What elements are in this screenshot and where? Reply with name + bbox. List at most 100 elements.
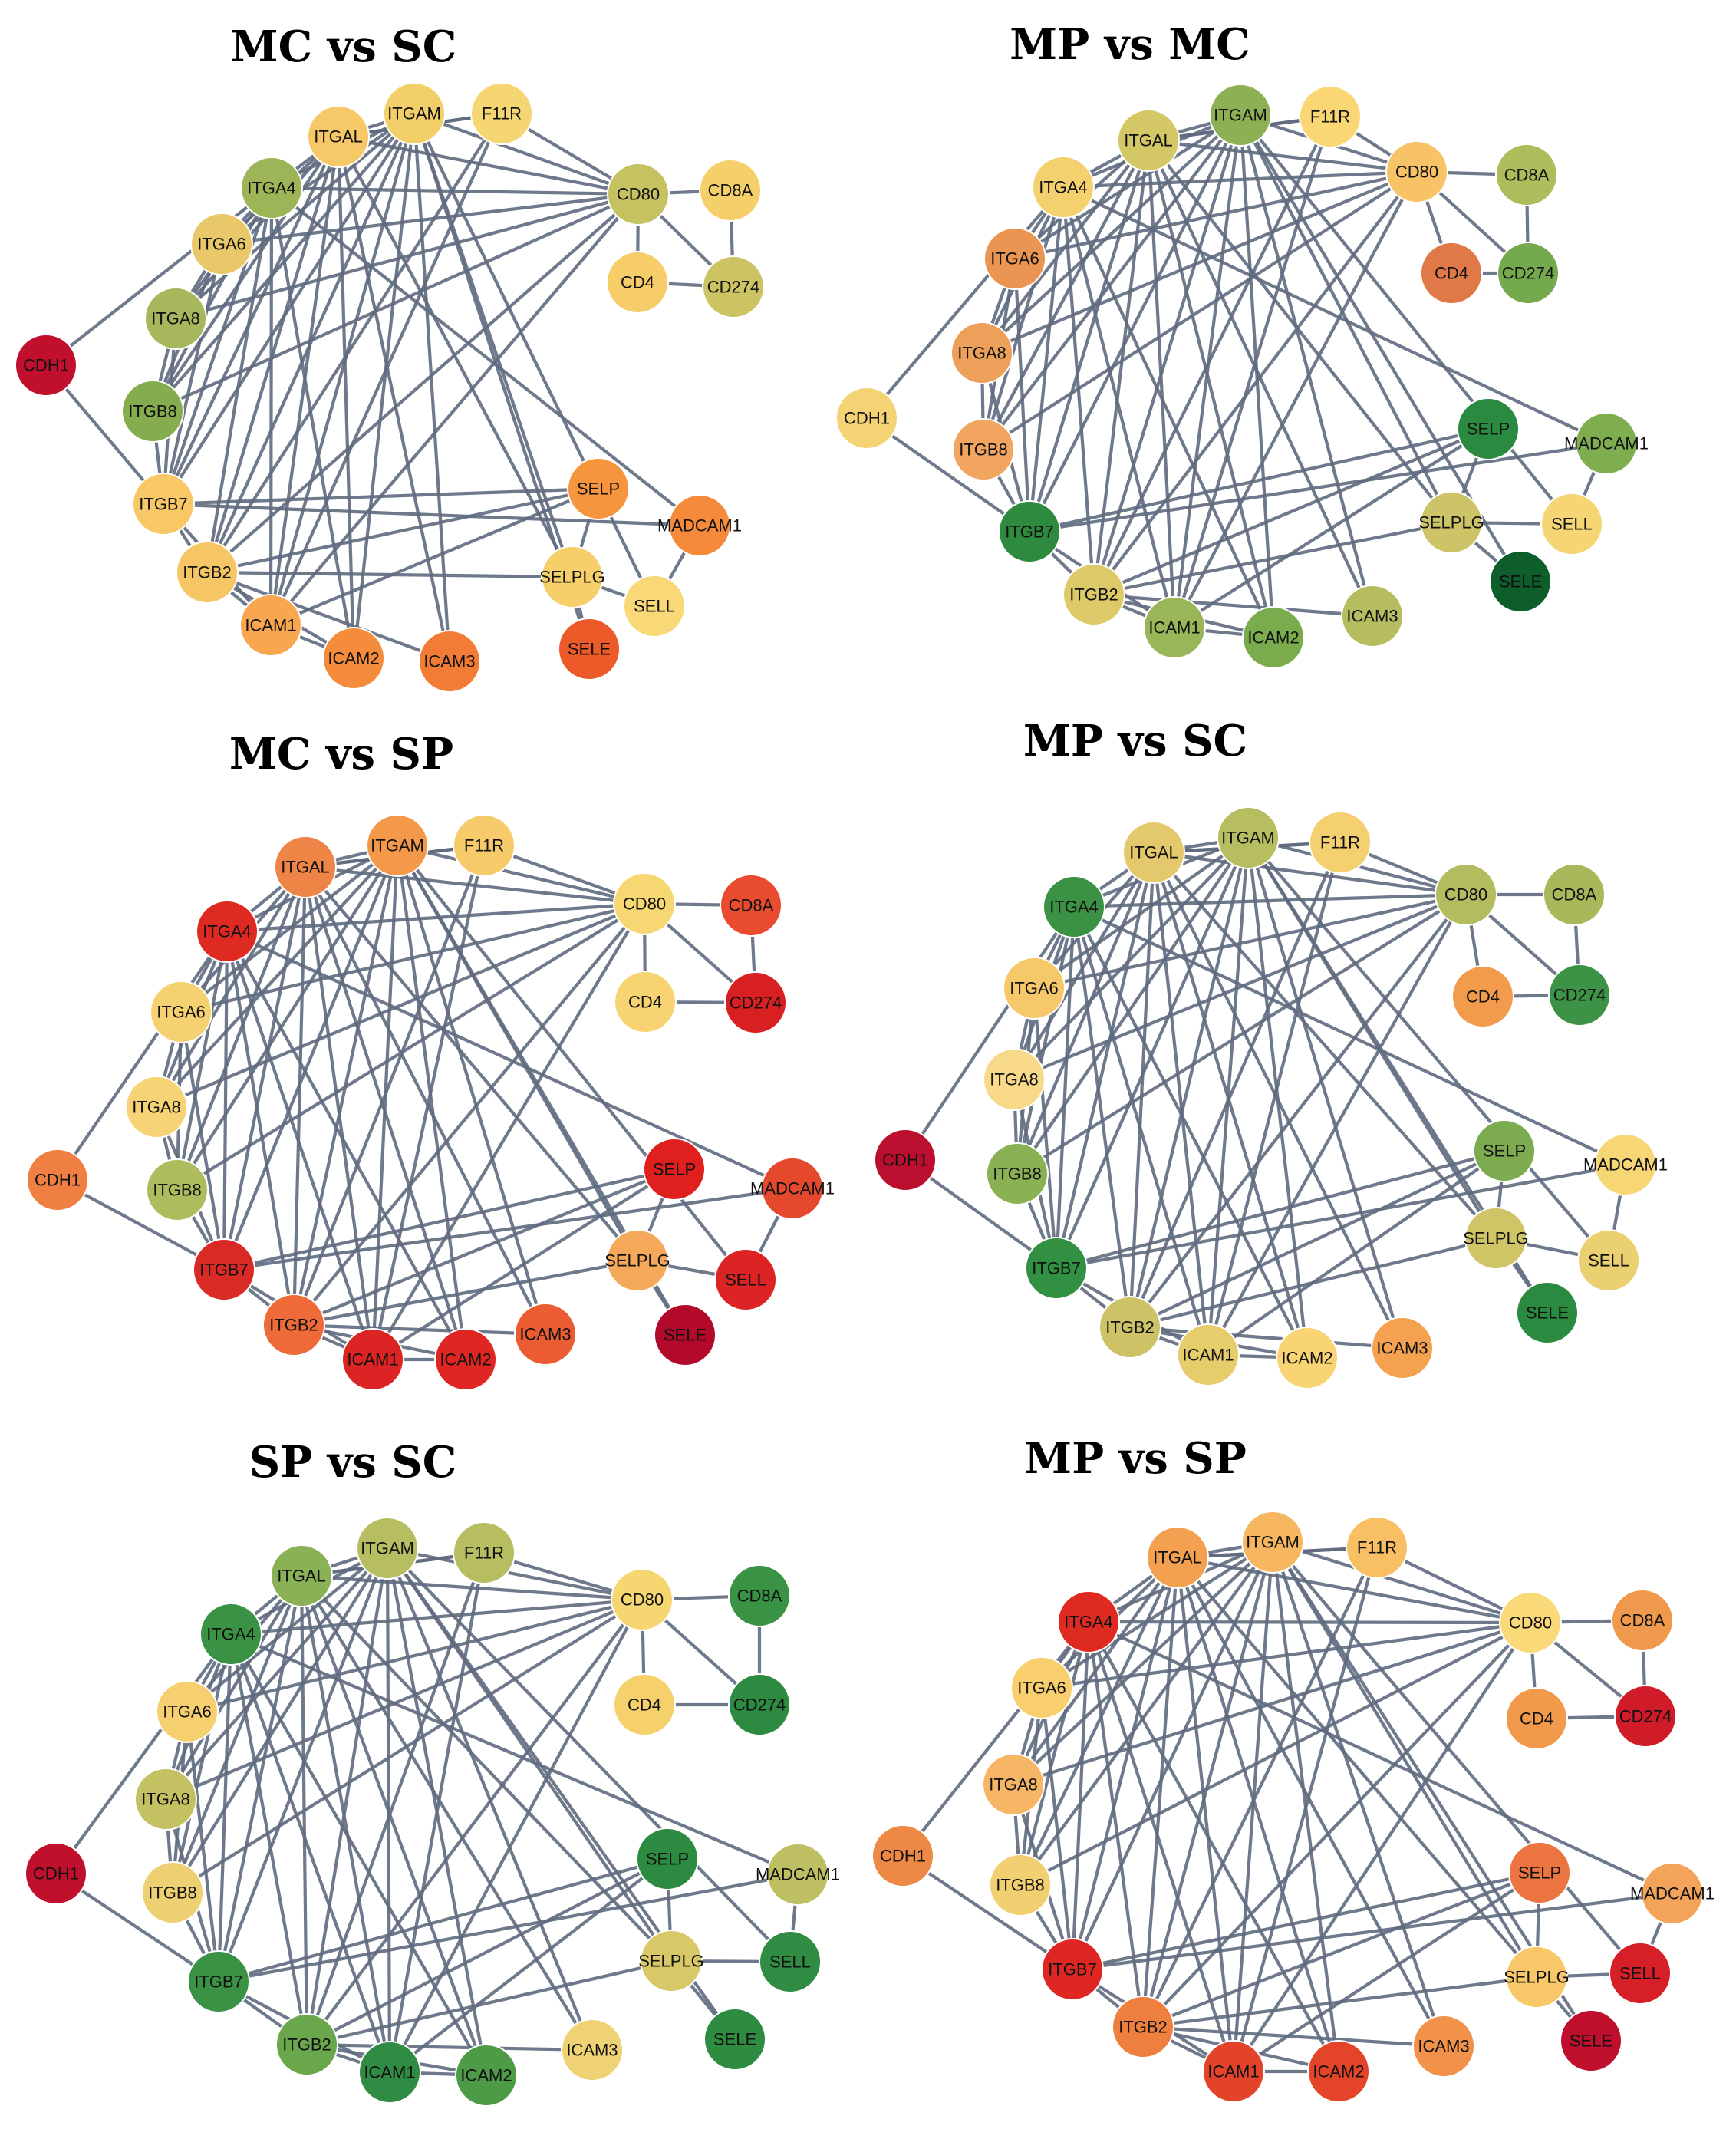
node-selp[interactable]: SELP — [1473, 1119, 1536, 1182]
node-itga8[interactable]: ITGA8 — [144, 287, 207, 350]
node-sele[interactable]: SELE — [703, 2008, 766, 2071]
node-itgal[interactable]: ITGAL — [307, 105, 370, 168]
node-itga6[interactable]: ITGA6 — [150, 980, 212, 1043]
node-itga8[interactable]: ITGA8 — [950, 321, 1013, 384]
node-itga4[interactable]: ITGA4 — [1057, 1590, 1120, 1653]
node-icam2[interactable]: ICAM2 — [1242, 606, 1305, 669]
node-madcam1[interactable]: MADCAM1 — [756, 1843, 840, 1906]
node-itgal[interactable]: ITGAL — [1117, 109, 1180, 172]
node-cd80[interactable]: CD80 — [1385, 140, 1448, 203]
node-itgb2[interactable]: ITGB2 — [176, 541, 239, 604]
node-icam2[interactable]: ICAM2 — [1307, 2040, 1370, 2103]
node-cd4[interactable]: CD4 — [1505, 1687, 1568, 1750]
node-icam1[interactable]: ICAM1 — [239, 594, 302, 657]
node-itgam[interactable]: ITGAM — [1209, 84, 1272, 147]
node-cdh1[interactable]: CDH1 — [835, 387, 898, 450]
node-cd80[interactable]: CD80 — [1499, 1591, 1562, 1654]
node-icam3[interactable]: ICAM3 — [514, 1303, 577, 1366]
node-itga6[interactable]: ITGA6 — [190, 213, 253, 275]
node-itgb7[interactable]: ITGB7 — [187, 1950, 250, 2013]
node-cdh1[interactable]: CDH1 — [25, 1842, 87, 1905]
node-itgam[interactable]: ITGAM — [383, 82, 446, 145]
node-itgb2[interactable]: ITGB2 — [1099, 1296, 1161, 1359]
node-itga6[interactable]: ITGA6 — [156, 1680, 219, 1743]
node-cd8a[interactable]: CD8A — [1543, 863, 1606, 926]
node-itgb7[interactable]: ITGB7 — [1025, 1237, 1088, 1300]
node-f11r[interactable]: F11R — [1346, 1516, 1408, 1579]
node-selp[interactable]: SELP — [1508, 1841, 1571, 1904]
node-madcam1[interactable]: MADCAM1 — [1630, 1862, 1715, 1925]
node-itgb8[interactable]: ITGB8 — [986, 1142, 1049, 1205]
node-sell[interactable]: SELL — [623, 575, 686, 638]
node-selplg[interactable]: SELPLG — [1418, 491, 1484, 554]
node-sell[interactable]: SELL — [714, 1248, 777, 1311]
node-cd80[interactable]: CD80 — [1435, 863, 1497, 926]
node-itgam[interactable]: ITGAM — [366, 814, 429, 877]
node-itgb2[interactable]: ITGB2 — [1062, 563, 1125, 626]
node-madcam1[interactable]: MADCAM1 — [750, 1157, 835, 1220]
node-selplg[interactable]: SELPLG — [604, 1229, 670, 1292]
node-sele[interactable]: SELE — [1489, 550, 1552, 613]
node-cd4[interactable]: CD4 — [613, 1673, 676, 1736]
node-cd274[interactable]: CD274 — [724, 971, 787, 1034]
node-icam3[interactable]: ICAM3 — [418, 630, 481, 693]
node-cd8a[interactable]: CD8A — [1495, 143, 1558, 206]
node-itga6[interactable]: ITGA6 — [1010, 1656, 1073, 1719]
node-cd80[interactable]: CD80 — [613, 872, 676, 935]
node-cd274[interactable]: CD274 — [702, 255, 765, 318]
node-sell[interactable]: SELL — [1609, 1942, 1672, 2005]
node-cd80[interactable]: CD80 — [607, 163, 670, 226]
node-madcam1[interactable]: MADCAM1 — [1583, 1133, 1668, 1196]
node-itgb8[interactable]: ITGB8 — [952, 418, 1015, 481]
node-cd4[interactable]: CD4 — [1420, 242, 1483, 305]
node-icam1[interactable]: ICAM1 — [358, 2041, 421, 2104]
node-f11r[interactable]: F11R — [1309, 811, 1372, 874]
node-itga6[interactable]: ITGA6 — [1003, 957, 1066, 1020]
node-icam3[interactable]: ICAM3 — [1341, 585, 1404, 648]
node-cd8a[interactable]: CD8A — [1611, 1589, 1674, 1652]
node-sell[interactable]: SELL — [759, 1930, 822, 1993]
node-itgb7[interactable]: ITGB7 — [998, 500, 1061, 563]
node-icam2[interactable]: ICAM2 — [434, 1328, 497, 1391]
node-sell[interactable]: SELL — [1577, 1229, 1640, 1292]
node-itga6[interactable]: ITGA6 — [983, 227, 1046, 290]
node-selplg[interactable]: SELPLG — [1504, 1946, 1570, 2009]
node-itgal[interactable]: ITGAL — [274, 835, 337, 898]
node-cdh1[interactable]: CDH1 — [871, 1824, 934, 1887]
node-itgb8[interactable]: ITGB8 — [141, 1861, 204, 1924]
node-cd274[interactable]: CD274 — [1614, 1685, 1677, 1748]
node-cd8a[interactable]: CD8A — [720, 874, 782, 937]
node-itgb2[interactable]: ITGB2 — [262, 1294, 325, 1356]
node-icam1[interactable]: ICAM1 — [1202, 2040, 1265, 2103]
node-itgam[interactable]: ITGAM — [356, 1517, 419, 1580]
node-itgb2[interactable]: ITGB2 — [1112, 1996, 1174, 2058]
node-itga4[interactable]: ITGA4 — [240, 157, 303, 219]
node-itga4[interactable]: ITGA4 — [1032, 156, 1095, 219]
node-sell[interactable]: SELL — [1540, 493, 1603, 555]
node-sele[interactable]: SELE — [1560, 2009, 1622, 2072]
node-selp[interactable]: SELP — [1457, 397, 1520, 460]
node-itgal[interactable]: ITGAL — [270, 1544, 333, 1607]
node-f11r[interactable]: F11R — [470, 82, 533, 145]
node-itga4[interactable]: ITGA4 — [1043, 875, 1105, 938]
node-icam2[interactable]: ICAM2 — [322, 627, 385, 690]
node-itgb8[interactable]: ITGB8 — [146, 1158, 209, 1221]
node-cd274[interactable]: CD274 — [1548, 964, 1611, 1027]
node-cd4[interactable]: CD4 — [614, 971, 677, 1033]
node-icam3[interactable]: ICAM3 — [1412, 2015, 1475, 2078]
node-icam1[interactable]: ICAM1 — [341, 1328, 404, 1391]
node-itgb8[interactable]: ITGB8 — [121, 380, 184, 443]
node-cd274[interactable]: CD274 — [728, 1673, 791, 1736]
node-cdh1[interactable]: CDH1 — [15, 334, 77, 397]
node-icam1[interactable]: ICAM1 — [1177, 1323, 1240, 1386]
node-selp[interactable]: SELP — [636, 1827, 699, 1890]
node-f11r[interactable]: F11R — [453, 814, 516, 877]
node-madcam1[interactable]: MADCAM1 — [1564, 412, 1649, 475]
node-itga8[interactable]: ITGA8 — [983, 1048, 1046, 1111]
node-icam3[interactable]: ICAM3 — [1371, 1317, 1434, 1379]
node-itgb7[interactable]: ITGB7 — [1041, 1938, 1104, 2001]
node-itgam[interactable]: ITGAM — [1241, 1511, 1304, 1574]
node-selp[interactable]: SELP — [567, 457, 630, 520]
node-icam2[interactable]: ICAM2 — [1276, 1327, 1339, 1389]
node-selplg[interactable]: SELPLG — [638, 1930, 704, 1992]
